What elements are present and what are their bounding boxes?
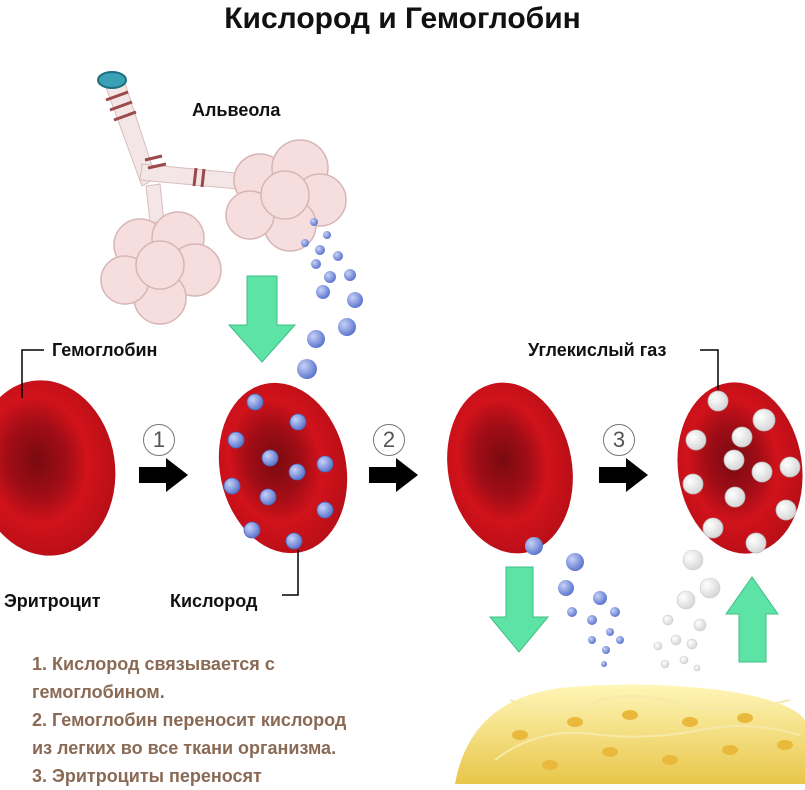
step-number-3: 3 (603, 424, 635, 456)
step-number-2: 2 (373, 424, 405, 456)
label-erythrocyte: Эритроцит (4, 591, 101, 612)
arrow-down-tissue (490, 567, 548, 652)
label-co2: Углекислый газ (528, 340, 666, 361)
arrow-up-co2 (726, 577, 778, 662)
carbon-dioxide-molecule-icon (654, 550, 720, 671)
tissue-icon (455, 684, 805, 784)
step-arrow-3 (599, 458, 648, 492)
note-line: 2. Гемоглобин переносит кислород (32, 706, 432, 734)
note-line: 1. Кислород связывается с (32, 650, 432, 678)
step-arrow-1 (139, 458, 188, 492)
released-oxygen (525, 537, 624, 667)
note-line: 3. Эритроциты переносят (32, 762, 432, 790)
bronchus-icon (98, 72, 248, 222)
oxygen-molecule-icon (297, 218, 363, 379)
arrow-down-oxygen (229, 276, 295, 362)
page-title: Кислород и Гемоглобин (0, 2, 805, 36)
label-oxygen: Кислород (170, 591, 257, 612)
label-hemoglobin: Гемоглобин (52, 340, 157, 361)
label-alveola: Альвеола (192, 100, 280, 121)
explanation-notes: 1. Кислород связывается с гемоглобином. … (32, 650, 432, 790)
note-line: гемоглобином. (32, 678, 432, 706)
step-number-1: 1 (143, 424, 175, 456)
step-arrow-2 (369, 458, 418, 492)
note-line: из легких во все ткани организма. (32, 734, 432, 762)
